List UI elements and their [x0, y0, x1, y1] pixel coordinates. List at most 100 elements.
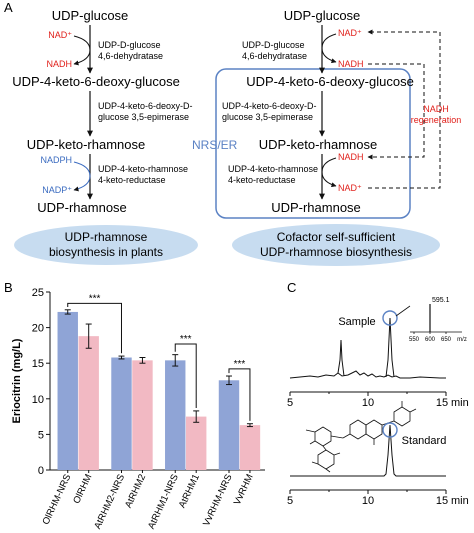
right-enzyme-3-line-1: UDP-4-keto-rhamnose: [228, 164, 318, 174]
right-cofactor-curve-1: [321, 33, 337, 64]
sample-x-tick-label: 5: [287, 397, 293, 409]
right-caption-line-2: UDP-rhamnose biosynthesis: [260, 245, 412, 259]
standard-label: Standard: [402, 435, 447, 447]
left-cofactor-nadh: NADH: [46, 59, 72, 69]
left-compound-4: UDP-rhamnose: [37, 200, 127, 215]
bar: [239, 425, 261, 470]
right-cofactor-nadh-bottom: NADH: [338, 152, 364, 162]
left-enzyme-1-line-2: 4,6-dehydratase: [98, 51, 163, 61]
panel-b-label: B: [4, 280, 13, 295]
inset-tick-label: 600: [425, 337, 436, 343]
left-enzyme-2-line-1: UDP-4-keto-6-deoxy-D-: [98, 101, 193, 111]
sample-peak-circle: [382, 310, 398, 326]
significance-label: ***: [234, 359, 246, 370]
significance-bracket: [228, 368, 251, 421]
regeneration-label-line-2: regeneration: [411, 115, 462, 125]
x-tick-label: OlRHM-NRS: [41, 473, 74, 527]
standard-x-tick-label: 15: [436, 495, 448, 507]
left-cofactor-nadp: NADP⁺: [42, 185, 72, 195]
standard-x-unit: min: [451, 495, 469, 507]
panel-c-label: C: [287, 280, 296, 295]
right-cofactor-nadh-top: NADH: [338, 59, 364, 69]
y-tick-label: 0: [38, 465, 44, 477]
x-tick-label: AtRHM1-NRS: [146, 473, 181, 531]
right-enzyme-1-line-1: UDP-D-glucose: [242, 40, 305, 50]
sample-x-unit: min: [451, 397, 469, 409]
regeneration-loop-outer: [367, 29, 441, 189]
standard-trace: [290, 424, 446, 477]
bar: [185, 416, 207, 470]
panel-a-label: A: [4, 0, 13, 15]
x-tick-label: AtRHM2: [123, 473, 148, 510]
left-enzyme-2-line-2: glucose 3,5-epimerase: [98, 112, 189, 122]
left-enzyme-1-line-1: UDP-D-glucose: [98, 40, 161, 50]
left-pathway: UDP-glucose UDP-4-keto-6-deoxy-glucose U…: [12, 8, 198, 265]
ms-inset: 595.1 550 600 650 m/z: [409, 297, 467, 343]
left-cofactor-curve-1: [73, 35, 91, 66]
right-enzyme-2-line-2: glucose 3,5-epimerase: [222, 112, 313, 122]
sample-trace: [289, 317, 446, 379]
y-tick-label: 20: [32, 323, 44, 335]
right-cofactor-curve-2: [321, 157, 337, 188]
nrs-er-label: NRS/ER: [192, 138, 238, 152]
regeneration-label-line-1: NADH: [423, 104, 449, 114]
right-caption-ellipse: [232, 224, 440, 266]
x-tick-label: VvRHM: [232, 473, 256, 507]
standard-x-tick-label: 10: [362, 495, 374, 507]
bar: [111, 357, 132, 470]
significance-bracket: [67, 302, 122, 354]
y-tick-label: 5: [38, 429, 44, 441]
y-tick-label: 10: [32, 394, 44, 406]
left-compound-1: UDP-glucose: [52, 8, 129, 23]
right-compound-3: UDP-keto-rhamnose: [259, 137, 378, 152]
right-enzyme-1-line-2: 4,6-dehydratase: [242, 51, 307, 61]
standard-x-tick-label: 5: [287, 495, 293, 507]
right-pathway: NRS/ER UDP-glucose UDP-4-keto-6-deoxy-gl…: [192, 8, 461, 266]
left-cofactor-nad: NAD⁺: [48, 30, 72, 40]
right-compound-4: UDP-rhamnose: [271, 200, 361, 215]
right-cofactor-nad-top: NAD⁺: [338, 28, 362, 38]
right-caption-line-1: Cofactor self-sufficient: [277, 230, 396, 244]
bar: [78, 336, 99, 470]
standard-peak-circle: [382, 422, 398, 438]
left-caption-line-2: biosynthesis in plants: [49, 245, 163, 259]
left-cofactor-nadph: NADPH: [40, 155, 72, 165]
inset-peak-label: 595.1: [432, 297, 450, 304]
inset-connector: [395, 305, 411, 317]
sample-label: Sample: [338, 316, 375, 328]
molecule-structure: [305, 401, 417, 473]
inset-xlabel: m/z: [457, 337, 467, 343]
sample-x-tick-label: 10: [362, 397, 374, 409]
left-caption-line-1: UDP-rhamnose: [65, 230, 148, 244]
inset-tick-label: 550: [409, 337, 420, 343]
regeneration-loop-inner: [367, 63, 425, 160]
significance-label: ***: [180, 334, 192, 345]
x-tick-label: VvRHM-NRS: [201, 473, 235, 528]
nrs-er-box: [215, 68, 411, 219]
right-enzyme-3-line-2: 4-keto-reductase: [228, 175, 296, 185]
left-caption-ellipse: [14, 225, 198, 265]
bar: [132, 360, 153, 470]
left-compound-3: UDP-keto-rhamnose: [27, 137, 146, 152]
y-tick-label: 25: [32, 287, 44, 299]
sample-x-tick-label: 15: [436, 397, 448, 409]
left-cofactor-curve-2: [73, 161, 91, 192]
left-enzyme-3-line-2: 4-keto-reductase: [98, 175, 166, 185]
bar: [165, 360, 186, 470]
chromatogram-panel: Sample 595.1 550 600 650 m/z 5 10 15 min: [287, 297, 469, 507]
x-tick-label: OlRHM: [71, 473, 94, 506]
y-axis-label: Eriocitrin (mg/L): [11, 338, 23, 423]
significance-bracket: [174, 343, 197, 409]
y-tick-label: 15: [32, 358, 44, 370]
right-cofactor-nad-bottom: NAD⁺: [338, 183, 362, 193]
inset-tick-label: 650: [441, 337, 452, 343]
significance-label: ***: [89, 293, 101, 304]
bar: [57, 311, 78, 470]
right-enzyme-2-line-1: UDP-4-keto-6-deoxy-D-: [222, 101, 317, 111]
x-tick-label: AtRHM2-NRS: [92, 473, 127, 531]
right-compound-1: UDP-glucose: [284, 8, 361, 23]
left-enzyme-3-line-1: UDP-4-keto-rhamnose: [98, 164, 188, 174]
left-compound-2: UDP-4-keto-6-deoxy-glucose: [12, 74, 180, 89]
